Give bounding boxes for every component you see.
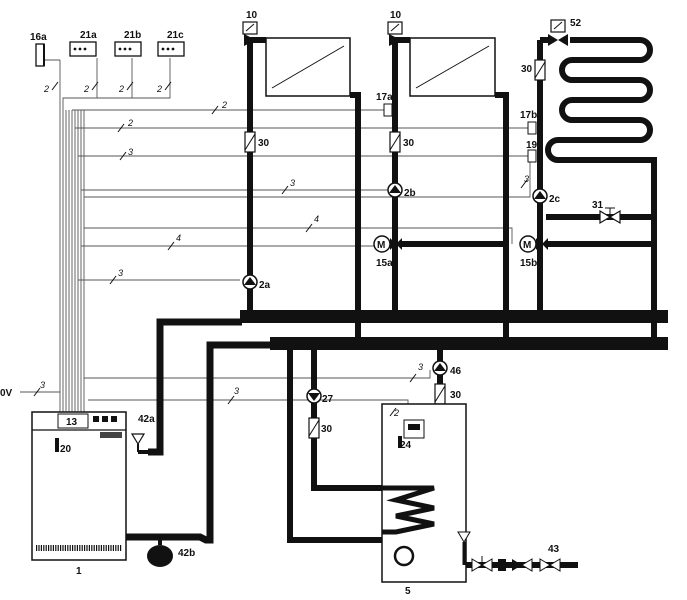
label-31: 31 bbox=[592, 200, 604, 211]
svg-text:3: 3 bbox=[234, 386, 239, 396]
label-21c: 21c bbox=[167, 30, 184, 41]
label-52: 52 bbox=[570, 18, 582, 29]
label-0v: 0V bbox=[0, 388, 13, 399]
label-30-tank-right: 30 bbox=[450, 390, 462, 401]
label-42a: 42a bbox=[138, 414, 155, 425]
valve-31 bbox=[599, 207, 621, 225]
svg-text:2: 2 bbox=[118, 84, 124, 94]
sensor-17b bbox=[527, 121, 537, 135]
label-43: 43 bbox=[548, 544, 560, 555]
label-5: 5 bbox=[405, 586, 411, 597]
svg-text:4: 4 bbox=[314, 214, 319, 224]
svg-text:3: 3 bbox=[418, 362, 423, 372]
check-valve-30-circuit-3 bbox=[534, 59, 546, 81]
mixing-valve-52 bbox=[548, 19, 568, 46]
svg-text:3: 3 bbox=[290, 178, 295, 188]
label-13: 13 bbox=[66, 417, 78, 428]
label-2a: 2a bbox=[259, 280, 271, 291]
safety-valve-42a bbox=[130, 433, 152, 454]
label-30-tank-left: 30 bbox=[321, 424, 333, 435]
svg-text:3: 3 bbox=[524, 174, 529, 184]
boiler-1 bbox=[31, 411, 127, 561]
label-21a: 21a bbox=[80, 30, 97, 41]
svg-text:2: 2 bbox=[127, 118, 133, 128]
svg-text:2: 2 bbox=[83, 84, 89, 94]
thermostatic-valve-10-right bbox=[387, 21, 403, 46]
label-10-left: 10 bbox=[246, 10, 258, 21]
label-19: 19 bbox=[526, 140, 538, 151]
label-2c: 2c bbox=[549, 194, 561, 205]
pump-2b bbox=[387, 182, 403, 198]
svg-text:M: M bbox=[523, 240, 531, 251]
check-valve-30-tank-right bbox=[434, 383, 446, 405]
room-control-21b bbox=[114, 41, 142, 57]
label-15a: 15a bbox=[376, 258, 393, 269]
svg-text:4: 4 bbox=[176, 233, 181, 243]
label-30-c2: 30 bbox=[403, 138, 415, 149]
check-valve-30-circuit-2 bbox=[389, 131, 401, 153]
return-header bbox=[270, 337, 668, 350]
wire-count-marks: 2 2 2 2 2 2 2 3 3 3 3 3 3 3 4 4 bbox=[33, 81, 529, 418]
label-46: 46 bbox=[450, 366, 462, 377]
radiator-2 bbox=[409, 37, 496, 97]
svg-text:3: 3 bbox=[128, 147, 133, 157]
check-valve-30-tank-left bbox=[308, 417, 320, 439]
label-17a: 17a bbox=[376, 92, 393, 103]
label-16a: 16a bbox=[30, 32, 47, 43]
label-42b: 42b bbox=[178, 548, 195, 559]
label-17b: 17b bbox=[520, 110, 537, 121]
label-10-right: 10 bbox=[390, 10, 402, 21]
pump-2c bbox=[532, 188, 548, 204]
cold-water-inlet-43 bbox=[457, 531, 561, 572]
svg-text:3: 3 bbox=[118, 268, 123, 278]
mixer-15a: M bbox=[373, 235, 402, 253]
label-21b: 21b bbox=[124, 30, 141, 41]
check-valve-30-circuit-1 bbox=[244, 131, 256, 153]
label-1: 1 bbox=[76, 566, 82, 577]
water-heater-5 bbox=[381, 403, 467, 583]
room-control-21a bbox=[69, 41, 97, 57]
radiator-1 bbox=[265, 37, 351, 97]
sensor-19 bbox=[527, 149, 537, 163]
label-24: 24 bbox=[400, 440, 412, 451]
pump-27 bbox=[306, 388, 322, 404]
pump-46 bbox=[432, 360, 448, 376]
thermostatic-valve-10-left bbox=[242, 21, 258, 46]
label-27: 27 bbox=[322, 394, 334, 405]
flow-header bbox=[240, 310, 668, 323]
svg-text:2: 2 bbox=[221, 100, 227, 110]
label-30-c1: 30 bbox=[258, 138, 270, 149]
label-2b: 2b bbox=[404, 188, 416, 199]
mixer-15b: M bbox=[519, 235, 548, 253]
label-20: 20 bbox=[60, 444, 72, 455]
room-control-21c bbox=[157, 41, 185, 57]
pump-2a bbox=[242, 274, 258, 290]
component-labels: 16a 21a 21b 21c 10 10 52 30 30 30 30 30 … bbox=[0, 10, 604, 597]
expansion-vessel-42b bbox=[147, 537, 173, 567]
label-15b: 15b bbox=[520, 258, 537, 269]
svg-text:2: 2 bbox=[156, 84, 162, 94]
svg-text:3: 3 bbox=[40, 380, 45, 390]
label-30-c3: 30 bbox=[521, 64, 533, 75]
outdoor-sensor-16a bbox=[35, 43, 45, 67]
sensor-17a bbox=[383, 103, 393, 117]
svg-text:2: 2 bbox=[43, 84, 49, 94]
svg-text:2: 2 bbox=[393, 408, 399, 418]
svg-text:M: M bbox=[377, 240, 385, 251]
